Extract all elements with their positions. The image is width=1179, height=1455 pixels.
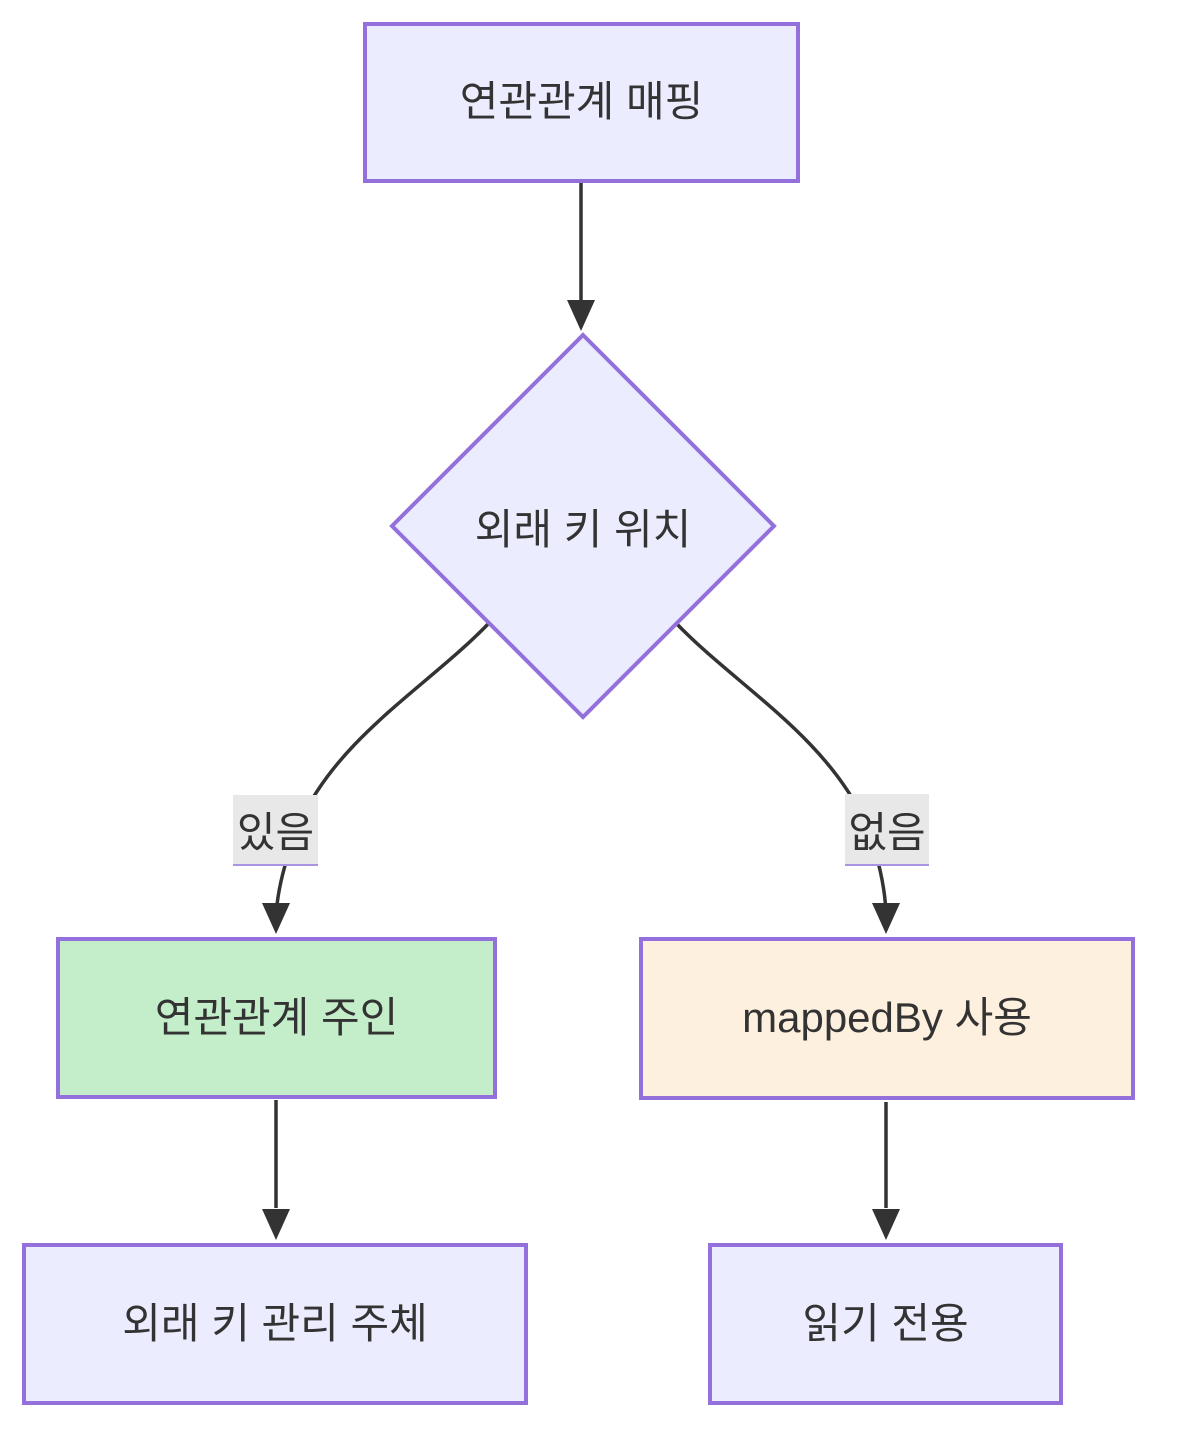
node-read-only: 읽기 전용 [708, 1243, 1063, 1405]
edge-label-fk-exists-text: 있음 [236, 809, 315, 856]
node-read-only-label: 읽기 전용 [802, 1299, 969, 1347]
edge-mappedby-to-readonly [872, 1102, 900, 1240]
edge-line [673, 620, 888, 919]
edge-label-fk-not-exists-text: 없음 [848, 808, 926, 856]
edge-label-fk-not-exists: 없음 [845, 794, 929, 866]
node-mappedby-usage: mappedBy 사용 [639, 937, 1135, 1100]
arrowhead-down-icon [567, 300, 595, 331]
edge-label-fk-exists: 있음 [233, 795, 318, 866]
node-association-mapping-label: 연관관계 매핑 [459, 78, 704, 126]
arrowhead-down-icon [262, 1209, 290, 1240]
decision-fk-location-text: 외래 키 위치 [474, 505, 692, 553]
node-association-owner: 연관관계 주인 [56, 937, 497, 1099]
arrowhead-down-icon [262, 903, 290, 934]
arrowhead-down-icon [872, 1209, 900, 1240]
node-fk-manager-label: 외래 키 관리 주체 [122, 1299, 428, 1347]
node-mappedby-usage-label: mappedBy 사용 [742, 994, 1032, 1042]
edge-mapping-to-fk-location [567, 183, 595, 331]
edge-fk-location-to-owner [262, 620, 492, 934]
node-association-mapping: 연관관계 매핑 [363, 22, 800, 183]
arrowhead-down-icon [872, 903, 900, 934]
edge-owner-to-fk-manager [262, 1100, 290, 1240]
decision-fk-location-shape [389, 332, 777, 720]
edge-line [274, 620, 492, 919]
edge-fk-location-to-mappedby [673, 620, 900, 934]
node-association-owner-label: 연관관계 주인 [154, 993, 399, 1041]
node-fk-manager: 외래 키 관리 주체 [22, 1243, 528, 1405]
decision-fk-location-label: 외래 키 위치 [433, 491, 733, 561]
